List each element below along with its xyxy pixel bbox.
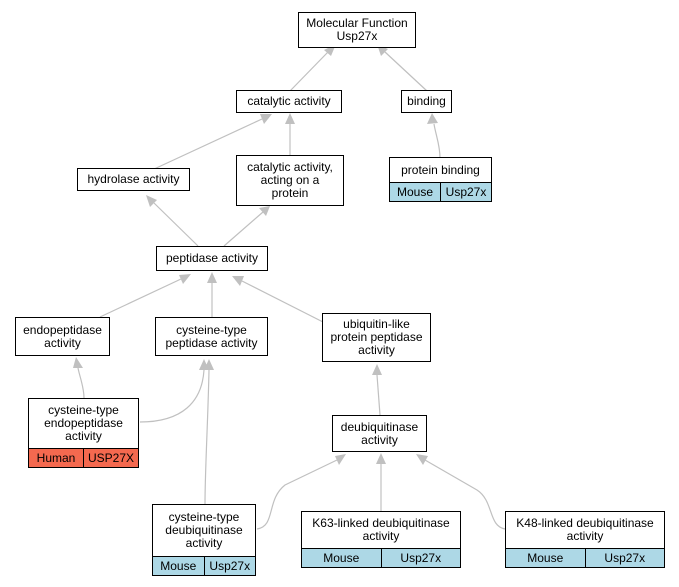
node-peptidase-activity[interactable]: peptidase activity: [156, 246, 268, 271]
node-label: catalytic activity, acting on a protein: [247, 160, 333, 200]
edge-endopeptidase-peptidase: [99, 278, 182, 318]
node-label: protein binding: [401, 162, 480, 177]
arrowhead: [179, 274, 191, 284]
annotation-tags: Mouse Usp27x: [153, 556, 255, 575]
node-catalytic-activity-protein[interactable]: catalytic activity, acting on a protein: [236, 155, 344, 206]
annotation-tags: Mouse Usp27x: [506, 548, 664, 567]
edge-cysdub-cyspeptidase: [204, 369, 210, 505]
annotation-tags: Mouse Usp27x: [390, 182, 491, 201]
node-ubiquitin-like-peptidase[interactable]: ubiquitin-like protein peptidase activit…: [322, 313, 431, 362]
node-label: binding: [407, 94, 446, 108]
arrowhead: [73, 357, 83, 368]
annotation-tags: Human USP27X: [29, 448, 138, 467]
arrowhead: [416, 454, 428, 465]
annotation-tags: Mouse Usp27x: [302, 548, 460, 567]
node-protein-binding[interactable]: protein binding Mouse Usp27x: [389, 157, 492, 202]
arrowhead: [372, 364, 382, 375]
node-k48-linked-deubiquitinase[interactable]: K48-linked deubiquitinase activity Mouse…: [505, 511, 665, 568]
node-label: catalytic activity: [247, 94, 331, 108]
node-cysteine-type-deubiquitinase[interactable]: cysteine-type deubiquitinase activity Mo…: [152, 504, 256, 576]
node-endopeptidase-activity[interactable]: endopeptidase activity: [15, 317, 110, 356]
edge-k48-deub: [424, 459, 506, 530]
node-label: cysteine-type deubiquitinase activity: [165, 510, 243, 550]
arrowhead: [376, 453, 386, 464]
arrowhead: [204, 359, 214, 370]
edge-deub-ubl: [376, 374, 381, 416]
arrowhead: [285, 113, 295, 124]
node-deubiquitinase-activity[interactable]: deubiquitinase activity: [332, 415, 427, 452]
node-label: endopeptidase activity: [23, 322, 102, 350]
gene-tag: Usp27x: [380, 549, 460, 567]
edge-proteinbinding-binding: [433, 123, 441, 159]
node-label: deubiquitinase activity: [340, 419, 419, 447]
arrowhead: [260, 114, 272, 124]
edge-cysendo-endopeptidase: [77, 367, 85, 399]
edge-binding-root: [384, 51, 428, 92]
node-label: K63-linked deubiquitinase activity: [312, 516, 450, 543]
node-label: cysteine-type peptidase activity: [165, 322, 258, 350]
edge-hydrolase-catalytic: [151, 118, 263, 171]
node-hydrolase-activity[interactable]: hydrolase activity: [77, 168, 190, 191]
species-tag: Mouse: [390, 183, 440, 201]
node-k63-linked-deubiquitinase[interactable]: K63-linked deubiquitinase activity Mouse…: [301, 511, 461, 568]
node-binding[interactable]: binding: [401, 90, 452, 113]
edge-ubl-peptidase: [241, 280, 324, 323]
edge-catalytic-root: [289, 51, 329, 92]
node-label: peptidase activity: [165, 251, 259, 265]
arrowhead: [207, 272, 217, 283]
arrowhead: [259, 206, 270, 216]
gene-tag: Usp27x: [440, 183, 491, 201]
edge-cysendo-cyspeptidase: [139, 369, 205, 423]
arrowhead: [146, 195, 157, 207]
species-tag: Mouse: [153, 557, 204, 575]
node-label: hydrolase activity: [87, 172, 180, 186]
node-cysteine-type-peptidase[interactable]: cysteine-type peptidase activity: [155, 317, 268, 356]
species-tag: Human: [29, 449, 83, 467]
node-label: Molecular Function Usp27x: [306, 16, 408, 43]
node-cysteine-type-endopeptidase[interactable]: cysteine-type endopeptidase activity Hum…: [28, 398, 139, 468]
gene-tag: Usp27x: [203, 557, 255, 575]
node-label: K48-linked deubiquitinase activity: [516, 516, 654, 543]
edge-peptidase-catprotein: [223, 211, 264, 247]
arrowhead: [232, 276, 244, 286]
arrowhead: [427, 113, 438, 124]
edge-peptidase-hydrolase: [153, 202, 199, 247]
node-molecular-function[interactable]: Molecular Function Usp27x: [298, 12, 416, 48]
arrowhead: [335, 454, 346, 465]
gene-tag: USP27X: [83, 449, 138, 467]
species-tag: Mouse: [302, 549, 381, 567]
species-tag: Mouse: [506, 549, 585, 567]
node-label: ubiquitin-like protein peptidase activit…: [330, 317, 423, 357]
edge-cysdub-deub: [256, 459, 338, 530]
node-catalytic-activity[interactable]: catalytic activity: [236, 90, 342, 113]
node-label: cysteine-type endopeptidase activity: [44, 403, 123, 443]
gene-tag: Usp27x: [584, 549, 664, 567]
